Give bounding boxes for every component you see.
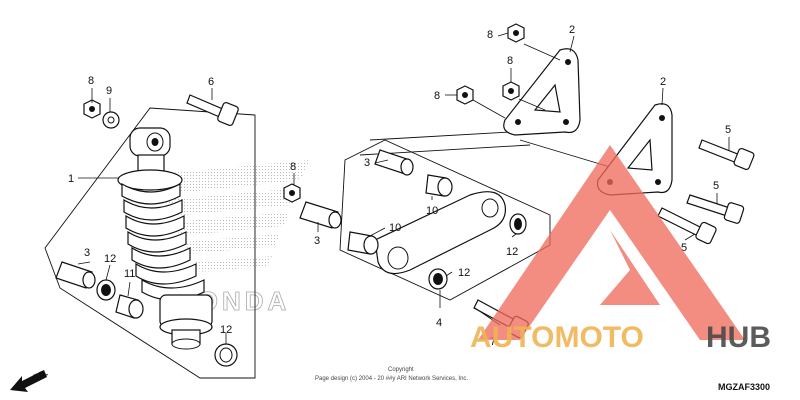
callout-label: 4 [436, 317, 442, 329]
bolt-6 [186, 94, 239, 126]
callout-label: 5 [713, 180, 719, 192]
bearing-10-upper [425, 174, 453, 197]
bearing-10-lower [347, 231, 379, 255]
bolt-5-upper [698, 139, 755, 171]
shock-absorber [117, 127, 213, 350]
callout-label: 12 [506, 246, 518, 258]
bolt-5-middle [686, 194, 745, 224]
diagram-code: MGZAF3300 [718, 382, 770, 392]
bracket-2-left [503, 48, 581, 136]
seal-12-link-right [509, 213, 527, 235]
callout-label: 2 [660, 76, 666, 88]
front-arrow-icon [10, 370, 47, 392]
callout-label: 8 [290, 161, 296, 173]
nut-8-top [507, 23, 525, 43]
bearing-11 [115, 294, 144, 319]
callout-numbers: 1 2 2 3 3 3 4 5 5 5 6 7 8 8 8 8 8 9 10 1… [68, 24, 731, 348]
callout-label: 8 [88, 75, 94, 87]
link-4 [374, 191, 507, 275]
automotohub-triangle-logo [478, 145, 745, 340]
callout-label: 12 [104, 253, 116, 265]
nut-8-middle [283, 183, 301, 203]
callout-label: 8 [434, 90, 440, 102]
callout-label: 8 [487, 29, 493, 41]
callout-label: 12 [458, 267, 470, 279]
callout-label: 3 [84, 247, 90, 259]
seal-12-left [96, 279, 116, 301]
copyright-title: Copyright [388, 367, 414, 373]
callout-label: 10 [389, 222, 401, 234]
callout-label: 3 [314, 235, 320, 247]
shock-frame [44, 107, 256, 379]
front-label: FR. [32, 367, 49, 382]
copyright-line: Page design (c) 2004 - 20 ##y ARI Networ… [315, 376, 468, 382]
watermark-text-automoto: AUTOMOTO [470, 321, 644, 354]
washer-9 [102, 111, 120, 129]
collar-3-middle [299, 201, 342, 229]
callout-label: 5 [681, 242, 687, 254]
nut-8-bracket-mid [502, 81, 520, 101]
callout-label: 3 [364, 157, 370, 169]
leader-lines [77, 32, 730, 344]
callout-label: 10 [426, 205, 438, 217]
callout-label: 1 [68, 173, 74, 185]
collar-3-upper [374, 149, 414, 176]
collar-3-left [55, 261, 96, 289]
nut-8-bracket-left [456, 85, 474, 105]
callout-label: 7 [490, 336, 496, 348]
automotohub-watermark: AUTOMOTO HUB [470, 321, 771, 354]
watermark-text-hub: HUB [706, 321, 771, 354]
seal-12-link-bottom [428, 268, 448, 290]
bolt-5-lower [657, 207, 717, 245]
callout-label: 5 [725, 124, 731, 136]
callout-label: 12 [220, 324, 232, 336]
callout-label: 11 [124, 268, 135, 280]
seal-12-bottom [214, 343, 238, 367]
front-direction-marker: FR. [10, 367, 49, 392]
callout-label: 8 [507, 55, 513, 67]
callout-label: 2 [569, 24, 575, 36]
callout-label: 6 [208, 76, 214, 88]
callout-label: 9 [106, 85, 112, 97]
